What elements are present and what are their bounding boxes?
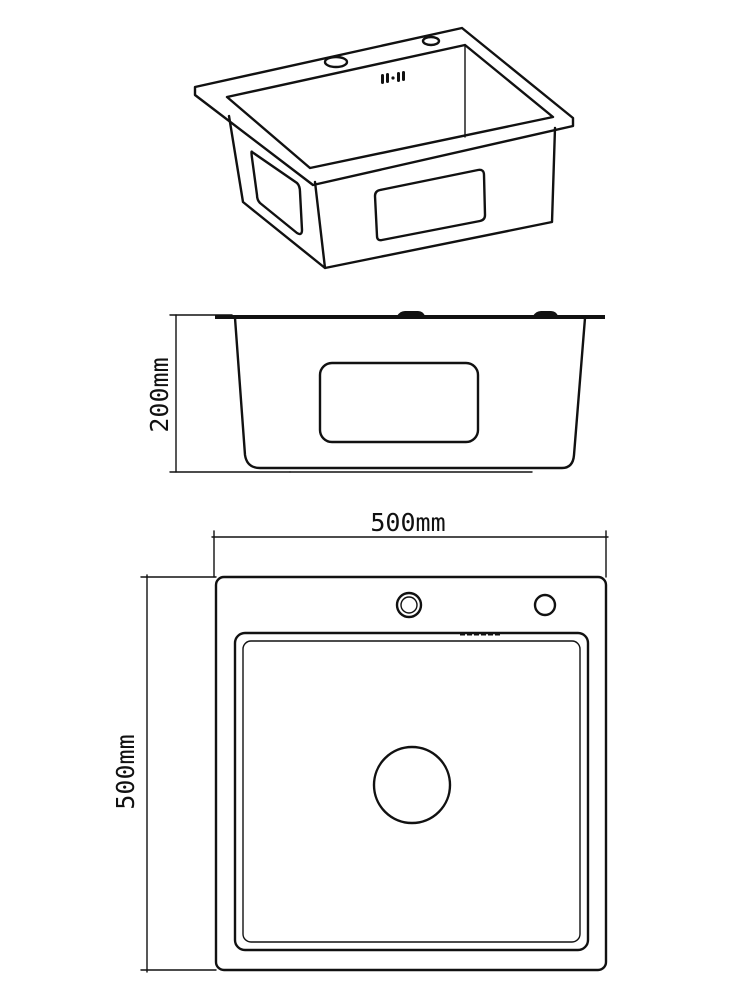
tap-hole-icon xyxy=(395,591,423,619)
side-window xyxy=(318,361,480,444)
width-label: 500mm xyxy=(370,508,445,537)
height-label: 200mm xyxy=(145,357,174,432)
drain-icon xyxy=(372,745,452,825)
side-body xyxy=(233,316,587,470)
side-view: 200mm xyxy=(145,311,605,473)
depth-dimension: 500mm xyxy=(111,574,217,973)
plan-bowl-inner xyxy=(242,640,581,943)
left-window xyxy=(250,150,304,236)
bowl-body xyxy=(227,114,557,270)
height-dimension: 200mm xyxy=(145,314,291,473)
accessory-fitting-icon xyxy=(533,311,558,316)
overflow-slots-icon xyxy=(381,71,405,84)
tap-hole-icon xyxy=(323,55,349,69)
front-window xyxy=(373,168,487,242)
isometric-view xyxy=(193,26,575,270)
rim-inner-opening xyxy=(225,43,555,170)
plan-view: 500mm 500mm xyxy=(111,508,609,973)
accessory-hole-icon xyxy=(421,35,441,47)
tap-fitting-icon xyxy=(397,311,425,316)
depth-label: 500mm xyxy=(111,734,140,809)
rim-outer xyxy=(193,26,575,187)
width-dimension: 500mm xyxy=(211,508,609,578)
plan-outer-rim xyxy=(214,575,608,972)
accessory-hole-icon xyxy=(533,593,557,617)
plan-bowl-outer xyxy=(233,631,590,952)
